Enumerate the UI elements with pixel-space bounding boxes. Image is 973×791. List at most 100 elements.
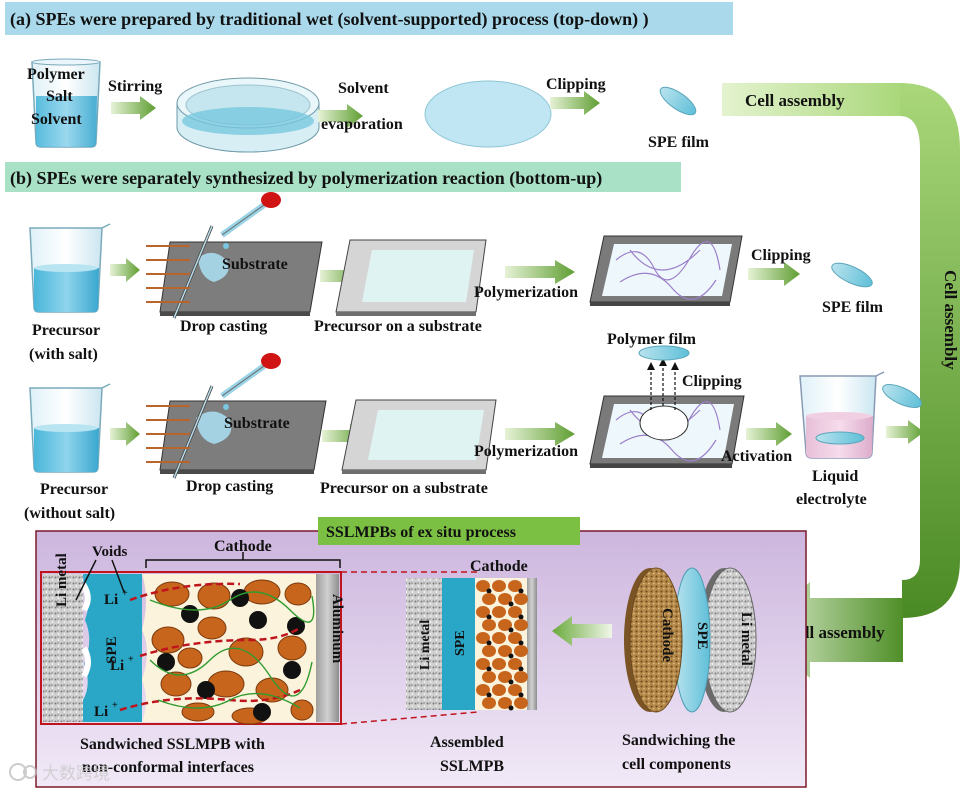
assembled-carbon-particle — [518, 640, 524, 646]
assembled-carbon-particle — [518, 692, 524, 698]
cell-assembly-band-top — [722, 83, 902, 116]
arrow-b2-5 — [886, 420, 924, 444]
assembled-cathode-particle — [508, 580, 522, 592]
section-b-title-bg — [5, 162, 681, 192]
assembled-cathode-particles — [476, 580, 528, 711]
cathode-particle — [154, 581, 190, 607]
li-metal-label-detail: Li metal — [54, 553, 70, 607]
arrow-sandwich-to-assembled — [552, 616, 612, 646]
watermark-logo: 大数跨境 — [9, 763, 110, 784]
activation-label: Activation — [721, 448, 792, 465]
assembled-cathode-particle — [476, 606, 490, 618]
substrate-label-2: Substrate — [224, 415, 290, 432]
cathode-particles — [151, 579, 314, 725]
li-ion-label-1: Li + — [104, 588, 128, 608]
spe-label-detail: SPE — [104, 636, 120, 664]
section-a-title-bg — [5, 2, 733, 35]
assembled-carbon-particle — [508, 627, 514, 633]
voids-pointer-1 — [75, 559, 97, 601]
clipping-arrowheads — [647, 358, 679, 370]
beaker-precursor-with-salt — [29, 223, 111, 313]
cathode-particle — [277, 635, 307, 661]
film-disc — [424, 80, 552, 148]
assembled-cathode-particle — [508, 684, 522, 696]
voids-label: Voids — [92, 544, 127, 560]
electrolyte-threads — [149, 591, 315, 709]
svg-text:Li: Li — [104, 592, 118, 608]
cathode-particle — [255, 677, 289, 703]
beaker-liquid-electrolyte — [799, 371, 885, 459]
disc-spe-label: SPE — [694, 622, 710, 650]
beaker-label-salt: Salt — [46, 88, 73, 105]
precursor-substrate-1 — [335, 239, 487, 316]
assembled-cathode-particle — [492, 606, 506, 618]
assembled-carbon-particle — [518, 666, 524, 672]
svg-text:Li: Li — [94, 704, 108, 720]
assembled-cathode-particle — [476, 632, 490, 644]
assembled-cathode-particle — [482, 671, 496, 683]
assembled-cathode-particle — [482, 619, 496, 631]
beaker-polymer-salt-solvent — [31, 58, 101, 148]
cathode-particle — [284, 582, 312, 606]
section-b-title: (b) SPEs were separately synthesized by … — [10, 168, 602, 189]
assembled-carbon-particle — [508, 601, 514, 607]
arrow-b2-4 — [746, 422, 792, 446]
assembled-carbon-particle — [486, 640, 492, 646]
polymer-film-substrate-2 — [589, 395, 745, 468]
polymer-film-piece — [638, 345, 690, 361]
cathode-bracket-label: Cathode — [214, 538, 272, 555]
polymer-film-label: Polymer film — [607, 331, 697, 348]
arrow-b2-3 — [505, 422, 575, 446]
arrow-a3 — [550, 91, 600, 115]
carbon-particle — [197, 681, 215, 699]
zoom-lines — [340, 571, 479, 725]
cell-assembly-top-label: Cell assembly — [745, 91, 845, 110]
assembled-cathode-particle — [508, 632, 522, 644]
sandwich-discs — [624, 567, 757, 713]
assembled-cathode-particle — [514, 593, 528, 605]
spe-film-label-a: SPE film — [648, 134, 710, 151]
caption-left-2: non-conformal interfaces — [82, 759, 254, 776]
substrate-label-1: Substrate — [222, 256, 288, 273]
assembled-cathode-particle — [514, 697, 528, 709]
assembled-cathode-particle — [508, 606, 522, 618]
caption-mid-2: SSLMPB — [440, 758, 504, 775]
polymerization-label-1: Polymerization — [474, 284, 578, 301]
cell-assembly-bottom-label: Cell assembly — [785, 623, 885, 642]
assembled-cathode-particle — [498, 619, 512, 631]
precursor-label-2a: Precursor — [40, 481, 108, 498]
assembled-cathode-particle — [498, 671, 512, 683]
arrow-a1 — [111, 96, 156, 120]
carbon-particle — [249, 611, 267, 629]
cathode-particle — [197, 616, 227, 640]
aluminum-label: Aluminum — [329, 594, 345, 664]
section-a-title: (a) SPEs were prepared by traditional we… — [10, 9, 649, 30]
step-clipping-a: Clipping — [546, 76, 606, 93]
assembled-cathode-particle — [514, 671, 528, 683]
assembled-cathode-particle — [482, 593, 496, 605]
drop-casting-stage-2 — [146, 353, 327, 479]
voids-pointer-2 — [111, 559, 125, 593]
assembled-cathode-particle — [498, 697, 512, 709]
assembled-carbon-particle — [508, 679, 514, 685]
assembled-cathode-particle — [508, 658, 522, 670]
arrow-b2-1 — [110, 422, 140, 446]
precursor-label-2b: (without salt) — [24, 505, 115, 522]
caption-right-1: Sandwiching the — [622, 732, 735, 749]
arrow-b1-3 — [505, 260, 575, 284]
caption-mid-1: Assembled — [430, 734, 504, 751]
cathode-particle — [177, 647, 203, 669]
cathode-particle — [160, 671, 192, 697]
precursor-on-substrate-label-2: Precursor on a substrate — [320, 480, 488, 497]
carbon-particle — [283, 661, 301, 679]
assembled-cathode-particle — [492, 580, 506, 592]
assembled-cathode-particle — [476, 684, 490, 696]
assembled-cathode-label: Cathode — [470, 558, 528, 575]
assembled-carbon-particle — [518, 588, 524, 594]
svg-text:Li: Li — [110, 658, 124, 674]
assembled-carbon-particle — [486, 666, 492, 672]
carbon-particle — [181, 605, 199, 623]
assembled-cathode-particle — [492, 658, 506, 670]
